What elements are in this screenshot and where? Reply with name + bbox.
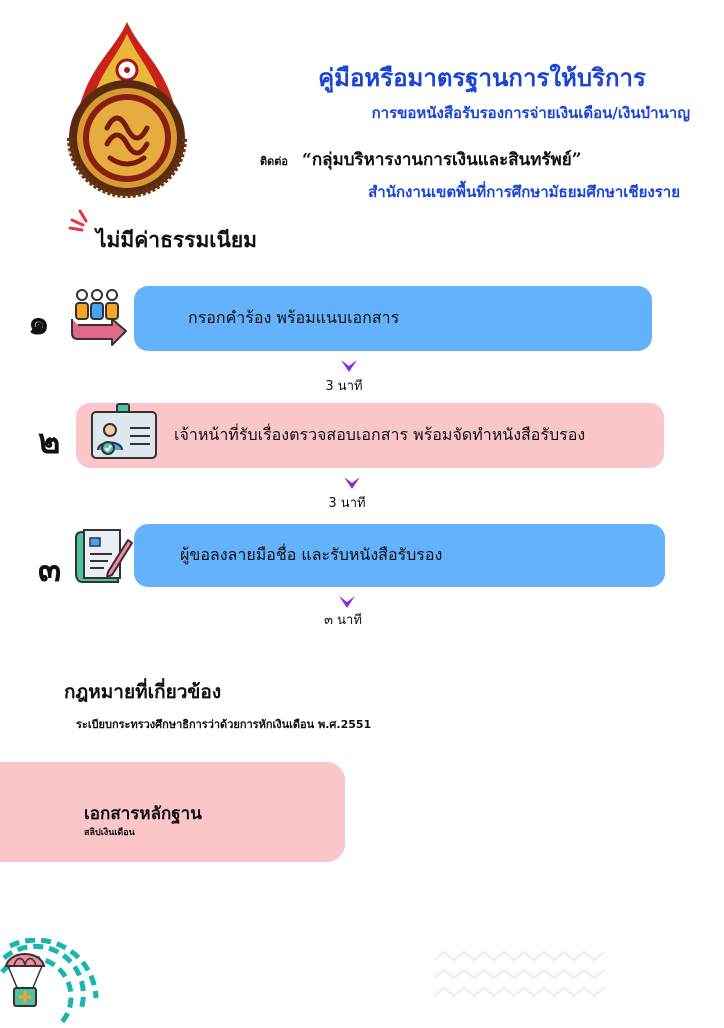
documents-title: เอกสารหลักฐาน	[84, 804, 202, 824]
page-title: คู่มือหรือมาตรฐานการให้บริการ	[318, 64, 646, 92]
step-1-duration: 3 นาที	[325, 379, 363, 394]
documents-item: สลิปเงินเดือน	[84, 828, 135, 838]
parachute-aid-icon	[0, 937, 104, 1024]
step-2-label: เจ้าหน้าที่รับเรื่องตรวจสอบเอกสาร พร้อมจ…	[174, 425, 586, 444]
contact-department: “กลุ่มบริหารงานการเงินและสินทรัพย์”	[302, 150, 582, 170]
step-number-1: ๑	[28, 303, 50, 343]
contact-prefix: ติดต่อ	[260, 155, 289, 168]
step-1-label: กรอกคำร้อง พร้อมแนบเอกสาร	[188, 308, 400, 327]
step-1-box: กรอกคำร้อง พร้อมแนบเอกสาร	[134, 286, 652, 351]
law-item: ระเบียบกระทรวงศึกษาธิการว่าด้วยการหักเงิ…	[76, 718, 372, 731]
ministry-emblem-logo	[52, 18, 202, 208]
chevron-down-icon	[343, 475, 361, 489]
step-number-2: ๒	[38, 422, 61, 462]
chevron-down-icon	[338, 594, 356, 608]
step-3-label: ผู้ขอลงลายมือชื่อ และรับหนังสือรับรอง	[180, 545, 443, 564]
step-3-box: ผู้ขอลงลายมือชื่อ และรับหนังสือรับรอง	[134, 524, 665, 587]
chevron-down-icon	[340, 358, 358, 372]
contact-line: ติดต่อ “กลุ่มบริหารงานการเงินและสินทรัพย…	[260, 146, 680, 173]
step-2-box: เจ้าหน้าที่รับเรื่องตรวจสอบเอกสาร พร้อมจ…	[76, 403, 664, 468]
office-name: สำนักงานเขตพื้นที่การศึกษามัธยมศึกษาเชีย…	[368, 183, 680, 201]
step-3-duration: ๓ นาที	[324, 613, 362, 628]
sparkle-icon	[66, 206, 94, 234]
page-subtitle: การขอหนังสือรับรองการจ่ายเงินเดือน/เงินบ…	[371, 104, 690, 122]
step-2-duration: 3 นาที	[328, 496, 366, 511]
documents-card	[0, 762, 345, 862]
people-arrow-icon	[68, 285, 127, 346]
decorative-zigzag	[432, 950, 607, 1008]
fee-notice: ไม่มีค่าธรรมเนียม	[96, 227, 257, 252]
document-pen-icon	[74, 526, 133, 583]
step-number-3: ๓	[38, 550, 62, 590]
id-card-check-icon	[90, 402, 157, 459]
law-section-title: กฎหมายที่เกี่ยวข้อง	[64, 681, 222, 703]
